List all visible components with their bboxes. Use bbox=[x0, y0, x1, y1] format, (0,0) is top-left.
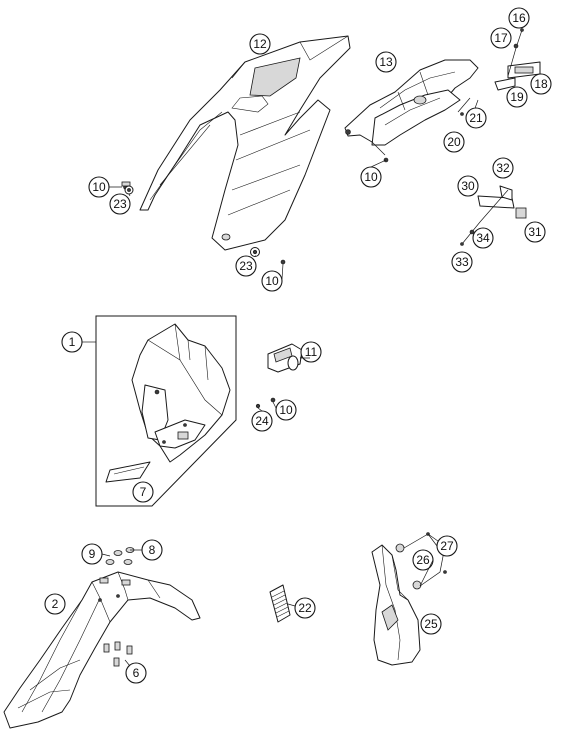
callout-1-label: 1 bbox=[69, 335, 76, 349]
callout-21: 21 bbox=[465, 107, 487, 129]
callout-10-bottom-label: 10 bbox=[265, 274, 279, 288]
callout-30-label: 30 bbox=[461, 179, 475, 193]
callout-10-bottom: 10 bbox=[261, 270, 283, 292]
callout-27-label: 27 bbox=[440, 539, 454, 553]
top-fasteners bbox=[121, 157, 389, 265]
mask-fasteners bbox=[255, 397, 276, 409]
callout-30: 30 bbox=[457, 175, 479, 197]
callout-10-top-rear-label: 10 bbox=[364, 170, 378, 184]
callout-23-bottom-label: 23 bbox=[239, 259, 253, 273]
callout-2: 2 bbox=[44, 593, 66, 615]
callout-19-label: 19 bbox=[510, 90, 524, 104]
callout-6: 6 bbox=[125, 662, 147, 684]
fender-nuts bbox=[105, 547, 135, 565]
callout-23-left-label: 23 bbox=[113, 197, 127, 211]
callout-20: 20 bbox=[443, 131, 465, 153]
callout-2-label: 2 bbox=[52, 597, 59, 611]
callout-8-label: 8 bbox=[149, 543, 156, 557]
callout-12-label: 12 bbox=[253, 37, 267, 51]
callout-6-label: 6 bbox=[133, 666, 140, 680]
callout-13: 13 bbox=[375, 51, 397, 73]
callout-25-label: 25 bbox=[424, 617, 438, 631]
fender-bolts bbox=[103, 641, 133, 667]
callout-34: 34 bbox=[472, 227, 494, 249]
callout-26-label: 26 bbox=[416, 553, 430, 567]
callout-12: 12 bbox=[249, 33, 271, 55]
callout-19: 19 bbox=[506, 86, 528, 108]
callout-27: 27 bbox=[436, 535, 458, 557]
side-cover-part bbox=[371, 532, 447, 666]
callout-31-label: 31 bbox=[528, 225, 542, 239]
callout-22: 22 bbox=[294, 597, 316, 619]
decal-part bbox=[105, 461, 151, 483]
callout-8: 8 bbox=[141, 539, 163, 561]
callout-20-label: 20 bbox=[447, 135, 461, 149]
plate-bracket-kit bbox=[460, 185, 527, 246]
callout-11: 11 bbox=[300, 341, 322, 363]
callout-11-label: 11 bbox=[305, 345, 318, 359]
callout-10-mask: 10 bbox=[275, 399, 297, 421]
callout-13-label: 13 bbox=[379, 55, 393, 69]
callout-17-label: 17 bbox=[494, 31, 508, 45]
callout-26: 26 bbox=[412, 549, 434, 571]
assembly-frame bbox=[95, 315, 237, 507]
callout-10-top-rear: 10 bbox=[360, 166, 382, 188]
callout-23-bottom: 23 bbox=[235, 255, 257, 277]
callout-18: 18 bbox=[530, 73, 552, 95]
callout-32-label: 32 bbox=[496, 161, 510, 175]
front-fender-part bbox=[3, 571, 201, 729]
callout-16: 16 bbox=[508, 7, 530, 29]
callout-32: 32 bbox=[492, 157, 514, 179]
headlight-holder-part bbox=[267, 343, 313, 373]
callout-1: 1 bbox=[61, 331, 83, 353]
callout-25: 25 bbox=[420, 613, 442, 635]
callout-18-label: 18 bbox=[534, 77, 548, 91]
callout-7-label: 7 bbox=[140, 485, 147, 499]
callout-34-label: 34 bbox=[476, 231, 490, 245]
rear-fender-part bbox=[344, 59, 479, 156]
callout-33-label: 33 bbox=[455, 255, 469, 269]
callout-24: 24 bbox=[251, 410, 273, 432]
side-panel-part bbox=[139, 35, 351, 251]
headlight-mask-part bbox=[131, 323, 231, 463]
callout-16-label: 16 bbox=[512, 11, 526, 25]
callout-24-label: 24 bbox=[255, 414, 269, 428]
callout-22-label: 22 bbox=[298, 601, 312, 615]
callout-9: 9 bbox=[81, 543, 103, 565]
callout-10-top-left-label: 10 bbox=[92, 180, 106, 194]
callout-7: 7 bbox=[132, 481, 154, 503]
callout-10-mask-label: 10 bbox=[279, 403, 293, 417]
callout-23-left: 23 bbox=[109, 193, 131, 215]
grip-part bbox=[269, 584, 291, 623]
license-plate-hardware bbox=[457, 28, 541, 124]
callout-31: 31 bbox=[524, 221, 546, 243]
callout-21-label: 21 bbox=[469, 111, 483, 125]
callout-17: 17 bbox=[490, 27, 512, 49]
callout-33: 33 bbox=[451, 251, 473, 273]
leader-lines bbox=[101, 159, 438, 667]
callout-9-label: 9 bbox=[89, 547, 96, 561]
callout-10-top-left: 10 bbox=[88, 176, 110, 198]
